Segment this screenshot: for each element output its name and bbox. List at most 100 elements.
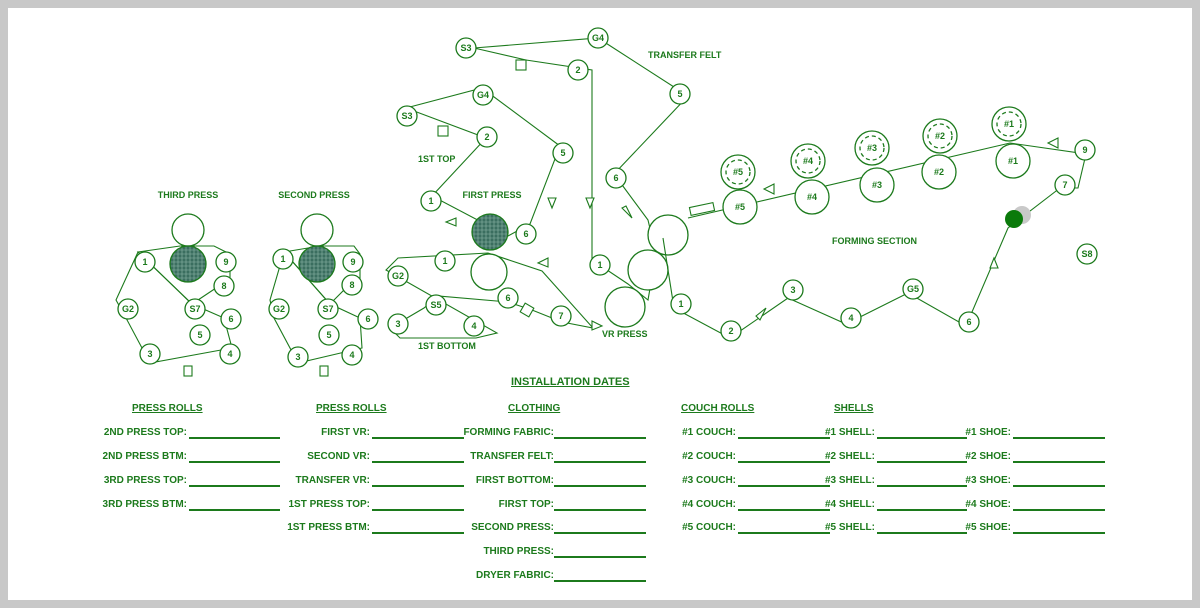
first-bottom-roll-3 [387,313,409,335]
field-label: #1 COUCH: [682,427,736,438]
field-label: 2ND PRESS BTM: [102,451,187,462]
first-press-group: S3 G4 2 5 1 6 G2 1 S5 6 3 4 7 1ST TOP FI… [385,84,595,351]
press-rolls-header: PRESS ROLLS [132,403,203,414]
third-press-top-roll [171,213,205,247]
first-bottom-roll-s5 [425,294,447,316]
shell-roll-label: #3 [867,143,877,153]
first-bottom-guide-mark [519,302,535,318]
first-bottom-roll-label: 6 [505,293,510,303]
paper-machine-diagram: 1 9 8 G2 S7 6 5 3 4 THIRD PRESS 1 9 8 G2… [115,27,1098,377]
field-label: #3 COUCH: [682,475,736,486]
transfer-roll-s3 [455,37,477,59]
field-label: SECOND PRESS: [471,522,554,533]
field-label: #1 SHOE: [965,427,1011,438]
transfer-felt-flow-arrow [621,205,633,219]
date-entry-line[interactable] [554,461,646,463]
date-entry-line[interactable] [189,509,280,511]
field-label: 1ST PRESS TOP: [288,499,370,510]
date-entry-line[interactable] [1013,461,1105,463]
field-label: FIRST VR: [321,427,370,438]
couch-roll-5 [722,189,758,225]
transfer-roll-label: 2 [575,65,580,75]
forming-roll-label: 1 [678,299,683,309]
second-press-roll-8 [341,274,363,296]
date-entry-line[interactable] [1013,532,1105,534]
date-entry-line[interactable] [554,532,646,534]
forming-roll-label: S8 [1081,249,1092,259]
field-label: FORMING FABRIC: [463,427,554,438]
forming-roll-label: 3 [790,285,795,295]
second-press-roll-label: 8 [349,280,354,290]
first-bottom-roll-1 [434,250,456,272]
shell-roll-label: #2 [935,131,945,141]
first-bottom-roll-label: S5 [430,300,441,310]
date-entry-line[interactable] [877,532,967,534]
field-label: #3 SHOE: [965,475,1011,486]
field-label: #5 COUCH: [682,522,736,533]
date-entry-line[interactable] [877,461,967,463]
first-top-roll-6 [515,223,537,245]
second-press-guide-mark [319,365,329,377]
couch-roll-label: #3 [872,180,882,190]
field-label: TRANSFER VR: [295,475,370,486]
field-label: 2ND PRESS TOP: [103,427,187,438]
field-label: DRYER FABRIC: [476,570,554,581]
forming-breast-roll [1005,210,1023,228]
date-entry-line[interactable] [189,485,280,487]
third-press-roll-g2 [117,298,139,320]
date-entry-line[interactable] [877,509,967,511]
forming-roll-6 [958,311,980,333]
date-entry-line[interactable] [1013,509,1105,511]
date-entry-line[interactable] [738,532,830,534]
couch-roll-4 [794,179,830,215]
date-entry-line[interactable] [738,485,830,487]
date-entry-line[interactable] [877,485,967,487]
third-press-roll-4 [219,343,241,365]
transfer-felt-guide-mark [515,59,527,71]
date-entry-line[interactable] [372,532,464,534]
transfer-roll-1 [589,254,611,276]
first-top-roll-5 [552,142,574,164]
machine-diagram-board: 1 9 8 G2 S7 6 5 3 4 THIRD PRESS 1 9 8 G2… [8,8,1192,600]
third-press-roll-label: 5 [197,330,202,340]
first-top-roll-label: 5 [560,148,565,158]
couch-roll-label: #5 [735,202,745,212]
date-entry-line[interactable] [189,461,280,463]
third-press-roll-label: 6 [228,314,233,324]
date-entry-line[interactable] [189,437,280,439]
first-top-label: 1ST TOP [418,154,455,164]
first-top-roll-s3 [396,105,418,127]
third-press-main-roll [169,245,207,283]
date-entry-line[interactable] [877,437,967,439]
date-entry-line[interactable] [554,437,646,439]
date-entry-line[interactable] [738,509,830,511]
field-label: TRANSFER FELT: [470,451,554,462]
forming-roll-s8 [1076,243,1098,265]
date-entry-line[interactable] [1013,437,1105,439]
transfer-felt-group: S3 G4 2 5 6 1 TRANSFER FELT VR PRESS [455,27,722,339]
forming-flow-arrow [762,183,775,195]
date-entry-line[interactable] [554,485,646,487]
date-entry-line[interactable] [738,437,830,439]
date-entry-line[interactable] [372,461,464,463]
date-entry-line[interactable] [372,485,464,487]
forming-roll-label: 4 [848,313,853,323]
first-top-roll-label: S3 [401,111,412,121]
date-entry-line[interactable] [554,580,646,582]
date-entry-line[interactable] [554,509,646,511]
first-bottom-roll-label: 7 [558,311,563,321]
date-entry-line[interactable] [372,509,464,511]
second-press-roll-label: 6 [365,314,370,324]
field-label: #5 SHOE: [965,522,1011,533]
date-entry-line[interactable] [554,556,646,558]
field-label: #4 COUCH: [682,499,736,510]
first-bottom-roll-7 [550,305,572,327]
date-entry-line[interactable] [372,437,464,439]
date-entry-line[interactable] [1013,485,1105,487]
vr-flow-arrow [591,320,604,331]
forming-roll-1 [670,293,692,315]
first-bottom-roll-label: 4 [471,321,476,331]
forming-roll-g5 [902,278,924,300]
date-entry-line[interactable] [738,461,830,463]
first-press-upper-roll [470,253,508,291]
